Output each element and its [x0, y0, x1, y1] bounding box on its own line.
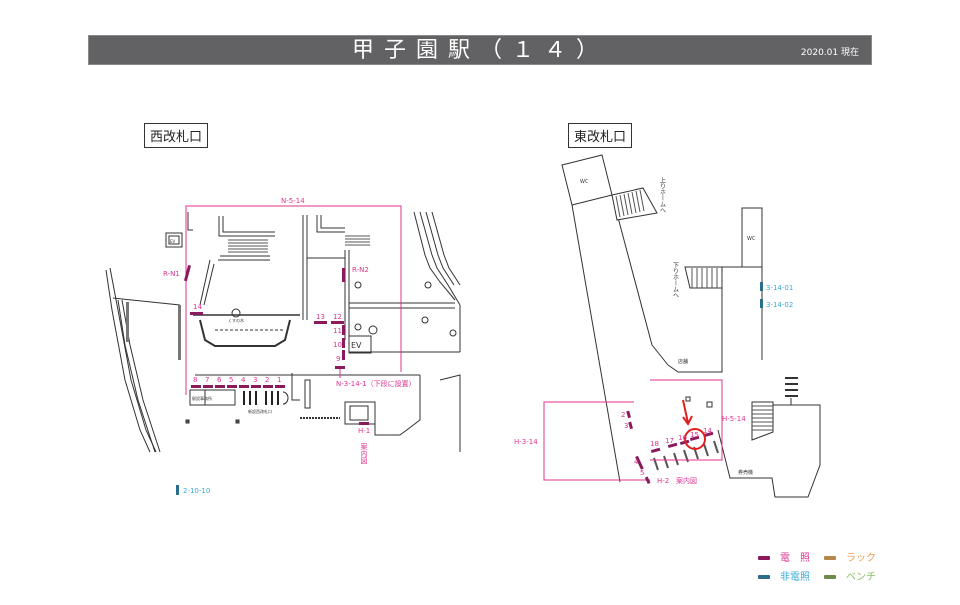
spot-1: 1	[277, 376, 281, 384]
page-header: 甲子園駅（１４） 2020.01 現在	[88, 35, 872, 65]
spot-e16: 16	[678, 434, 687, 442]
spot-14: 14	[193, 303, 202, 311]
west-non-lit-bar	[176, 485, 179, 495]
office-label: 駅設事務所	[192, 395, 212, 401]
non-lit-label-west: 2-10-10	[183, 487, 210, 495]
spot-e14: 14	[703, 427, 712, 435]
legend-item-bench: ベンチ	[824, 568, 876, 583]
guide-label-east: 案内図	[676, 476, 697, 485]
wc-label-1: WC	[580, 179, 589, 185]
spot-e3: 3	[624, 422, 628, 430]
spot-10: 10	[333, 341, 342, 349]
west-gate-label: 西改札口	[144, 123, 209, 148]
zone-label-h314: H-3-14	[514, 438, 538, 446]
page-title: 甲子園駅（１４）	[351, 38, 608, 63]
wc-label-2: WC	[747, 236, 756, 242]
east-lit-bars	[626, 410, 714, 485]
legend-item-lit: 電 照	[758, 549, 810, 564]
west-lit-bars	[183, 265, 369, 425]
spot-2: 2	[265, 376, 269, 384]
h1-label: H-1	[358, 427, 370, 435]
legend-item-rack: ラック	[824, 549, 876, 564]
date-stamp: 2020.01 現在	[800, 48, 859, 58]
zone-label-h514: H-5-14	[722, 415, 746, 423]
spot-5: 5	[229, 376, 233, 384]
gate-label: 新設西改札口	[248, 408, 272, 414]
bench-swatch-icon	[824, 575, 836, 579]
spot-label-rn1: R-N1	[163, 270, 180, 278]
spot-3: 3	[253, 376, 257, 384]
legend: 電 照 ラック 非電照 ベンチ	[754, 545, 894, 585]
east-zones	[543, 379, 723, 481]
spot-e17: 17	[665, 437, 674, 445]
fountain-label: くすの木	[228, 317, 244, 323]
ev-small-label: EV	[170, 239, 176, 244]
spot-e18: 18	[650, 440, 659, 448]
spot-12: 12	[333, 313, 342, 321]
spot-11: 11	[333, 327, 342, 335]
west-map	[105, 211, 461, 453]
spot-e2: 2	[621, 411, 625, 419]
ev-large-label: EV	[351, 341, 362, 350]
ticket-machine-label: 券売機	[738, 469, 753, 476]
spot-7: 7	[205, 376, 209, 384]
spot-e15: 15	[690, 431, 699, 439]
non-lit-swatch-icon	[758, 575, 770, 579]
arrow-icon	[682, 399, 693, 426]
non-lit-label-1: 3-14-01	[766, 284, 793, 292]
spot-13: 13	[316, 313, 325, 321]
spot-e4: 4	[634, 458, 639, 466]
rack-swatch-icon	[824, 556, 836, 560]
legend-item-non-lit: 非電照	[758, 568, 810, 583]
note-label: N-3-14-1（下段に設置）	[336, 379, 416, 388]
spot-6: 6	[217, 376, 222, 384]
west-zones	[185, 205, 402, 395]
east-map	[561, 154, 821, 498]
east-non-lit-bars	[760, 282, 763, 308]
non-lit-label-2: 3-14-02	[766, 301, 793, 309]
spot-4: 4	[241, 376, 246, 384]
west-zone-label: N-5-14	[281, 197, 305, 205]
east-gate-label: 東改札口	[568, 123, 633, 148]
guide-label-west: 案内図	[360, 442, 368, 465]
highlight-circle	[684, 428, 706, 450]
spot-8: 8	[193, 376, 197, 384]
lit-swatch-icon	[758, 556, 770, 560]
down-platform-label: 下りホームへ	[672, 262, 679, 298]
spot-label-rn2: R-N2	[352, 266, 369, 274]
up-platform-label: 上りホームへ	[659, 176, 666, 213]
spot-9: 9	[336, 355, 340, 363]
shop-label: 店舗	[678, 358, 688, 365]
h2-label: H-2	[657, 477, 669, 485]
spot-e5: 5	[640, 469, 644, 477]
